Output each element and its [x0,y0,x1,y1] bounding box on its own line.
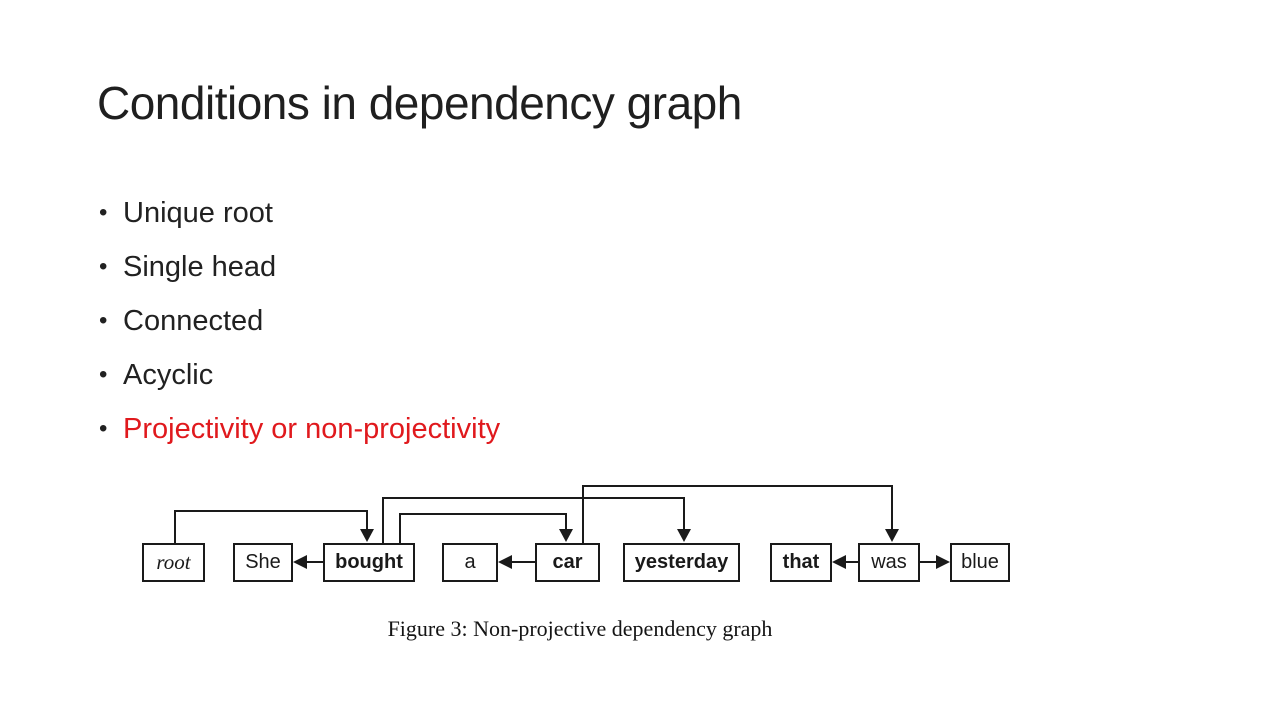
word-box-a: a [442,543,498,582]
bullet-text: Connected [123,305,264,337]
edge-root-to-bought [174,510,374,543]
bullet-dot-icon: • [99,415,108,442]
bullet-text: Unique root [123,197,273,229]
word-box-blue: blue [950,543,1010,582]
word-box-bought: bought [323,543,415,582]
bullet-item: • Unique root [99,186,500,240]
edge-bought-to-car [399,513,573,543]
word-box-was: was [858,543,920,582]
bullet-dot-icon: • [99,307,108,334]
bullet-text: Acyclic [123,359,214,391]
word-box-that: that [770,543,832,582]
figure-caption: Figure 3: Non-projective dependency grap… [387,616,773,641]
bullet-item: • Acyclic [99,348,500,402]
bullet-dot-icon: • [99,361,108,388]
word-box-car: car [535,543,600,582]
bullet-item: • Single head [99,240,500,294]
edge-bought-to-She [293,555,323,569]
bullet-text: Single head [123,251,277,283]
bullet-dot-icon: • [99,253,108,280]
bullet-dot-icon: • [99,199,108,226]
edge-was-to-blue [920,555,950,569]
bullet-item: • Connected [99,294,500,348]
slide-title: Conditions in dependency graph [97,77,742,129]
bullet-text: Projectivity or non-projectivity [123,413,501,445]
edge-car-to-was [582,485,899,543]
edge-was-to-that [832,555,858,569]
edge-car-to-a [498,555,535,569]
word-box-yesterday: yesterday [623,543,740,582]
bullet-list: • Unique root • Single head • Connected • Ac… [99,186,500,456]
word-box-She: She [233,543,293,582]
word-box-root: root [142,543,205,582]
edge-bought-to-yesterday [382,497,691,543]
bullet-item: • Projectivity or non-projectivity [99,402,500,456]
